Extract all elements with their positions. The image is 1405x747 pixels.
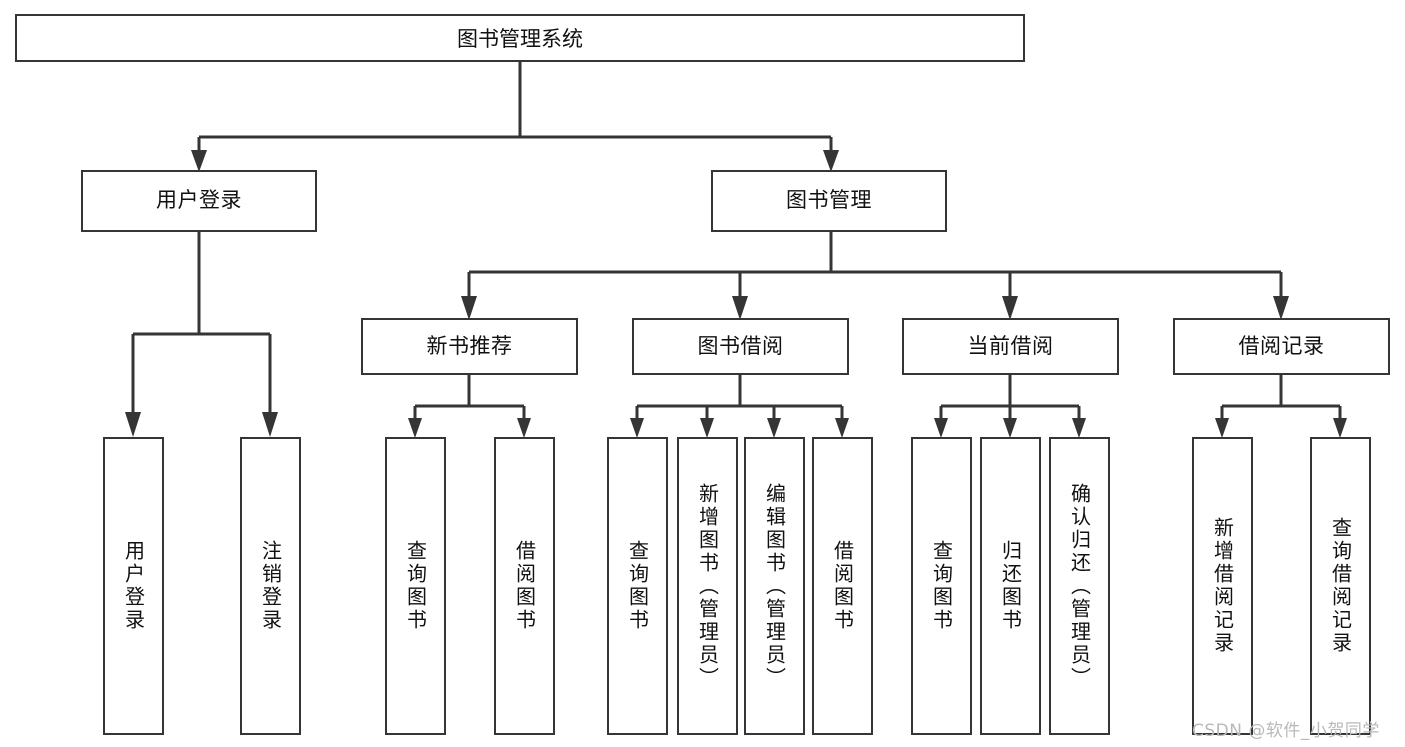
- leaf-label: 新增图书（管理员）: [695, 482, 720, 690]
- leaf-newbook-borrow-book[interactable]: 借阅图书: [494, 437, 555, 735]
- leaf-borrowrecord-add-record[interactable]: 新增借阅记录: [1192, 437, 1253, 735]
- leaf-user-login-logout[interactable]: 注销登录: [240, 437, 301, 735]
- leaf-label: 查询图书: [403, 540, 428, 632]
- leaf-label: 注销登录: [258, 540, 283, 632]
- leaf-currentborrow-return-book[interactable]: 归还图书: [980, 437, 1041, 735]
- leaf-label: 查询图书: [625, 540, 650, 632]
- leaf-bookborrow-query-book[interactable]: 查询图书: [607, 437, 668, 735]
- leaf-label: 借阅图书: [512, 540, 537, 632]
- leaf-borrowrecord-query-record[interactable]: 查询借阅记录: [1310, 437, 1371, 735]
- leaf-label: 借阅图书: [830, 540, 855, 632]
- node-root-system[interactable]: 图书管理系统: [15, 14, 1025, 62]
- node-book-borrow[interactable]: 图书借阅: [632, 318, 849, 375]
- leaf-label: 用户登录: [121, 540, 146, 632]
- leaf-bookborrow-borrow-book[interactable]: 借阅图书: [812, 437, 873, 735]
- leaf-currentborrow-query-book[interactable]: 查询图书: [911, 437, 972, 735]
- node-user-login[interactable]: 用户登录: [81, 170, 317, 232]
- leaf-bookborrow-edit-book[interactable]: 编辑图书（管理员）: [744, 437, 805, 735]
- leaf-newbook-query-book[interactable]: 查询图书: [385, 437, 446, 735]
- node-book-management[interactable]: 图书管理: [711, 170, 947, 232]
- leaf-label: 查询借阅记录: [1328, 517, 1353, 655]
- node-borrow-record[interactable]: 借阅记录: [1173, 318, 1390, 375]
- node-new-book-recommend[interactable]: 新书推荐: [361, 318, 578, 375]
- leaf-label: 确认归还（管理员）: [1067, 482, 1092, 690]
- node-current-borrow[interactable]: 当前借阅: [902, 318, 1119, 375]
- leaf-user-login-login[interactable]: 用户登录: [103, 437, 164, 735]
- leaf-label: 归还图书: [998, 540, 1023, 632]
- leaf-bookborrow-add-book[interactable]: 新增图书（管理员）: [677, 437, 738, 735]
- leaf-currentborrow-confirm-return[interactable]: 确认归还（管理员）: [1049, 437, 1110, 735]
- leaf-label: 新增借阅记录: [1210, 517, 1235, 655]
- leaf-label: 查询图书: [929, 540, 954, 632]
- leaf-label: 编辑图书（管理员）: [762, 482, 787, 690]
- watermark-text: CSDN @软件_小贺同学: [1192, 721, 1380, 741]
